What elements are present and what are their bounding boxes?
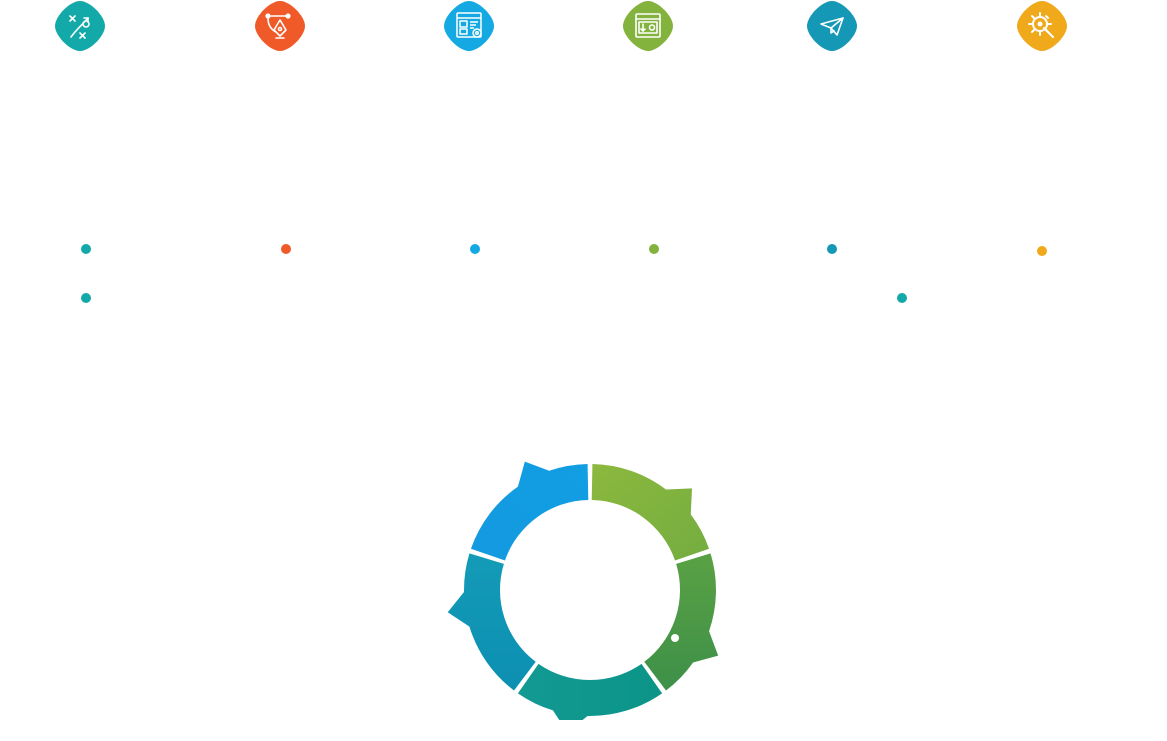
bullet-dot [1037, 246, 1047, 256]
browser-settings-icon [623, 1, 673, 51]
step-2-badge [254, 0, 306, 52]
segment-dot [671, 634, 679, 642]
step-4-badge [622, 0, 674, 52]
strategy-icon [55, 1, 105, 51]
bullet-dot [470, 244, 480, 254]
segment-top-right [591, 464, 710, 561]
pen-tool-icon [255, 1, 305, 51]
bullet-dot [281, 244, 291, 254]
step-1-badge [54, 0, 106, 52]
bullet-dot [649, 244, 659, 254]
bullet-dot [81, 293, 91, 303]
segment-left [447, 553, 536, 691]
segment-bottom [517, 663, 663, 720]
step-3-badge [443, 0, 495, 52]
step-6-badge [1016, 0, 1068, 52]
step-5-badge [806, 0, 858, 52]
cycle-ring [447, 447, 719, 720]
cycle-diagram [440, 420, 740, 720]
segment-dot [611, 447, 619, 455]
bullet-dot [81, 244, 91, 254]
bullet-dot [897, 293, 907, 303]
web-layout-icon [444, 1, 494, 51]
bullet-dot [827, 244, 837, 254]
paper-plane-icon [807, 1, 857, 51]
segment-right [644, 553, 719, 691]
segment-top-left [470, 461, 589, 561]
gear-wrench-icon [1017, 1, 1067, 51]
